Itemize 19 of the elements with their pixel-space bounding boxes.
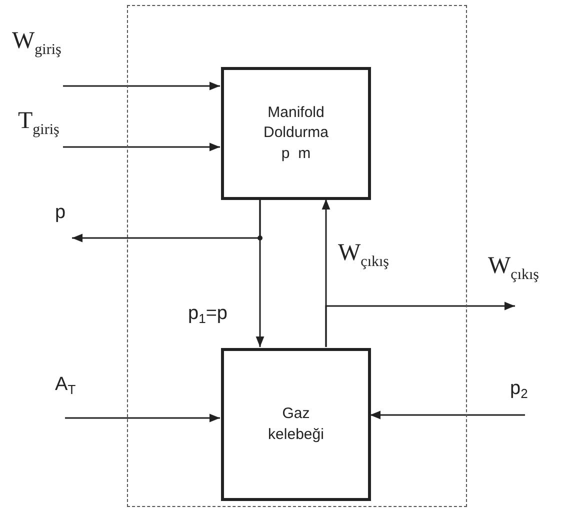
edge-label: W$_{giriş}$ [12, 28, 62, 59]
dashed-boundary-box [127, 5, 467, 507]
edge-label: p$_{1}$=p [188, 303, 228, 326]
edge-label: p [55, 202, 66, 224]
edge-label: W$_{çıkış}$ [338, 240, 389, 271]
arrow [65, 414, 220, 422]
arrow [325, 302, 515, 347]
box-label: Gaz kelebeği [267, 404, 325, 444]
arrow [256, 199, 264, 347]
arrow [63, 142, 220, 152]
edge-label: T$_{giriş}$ [18, 108, 60, 139]
box-label: p m [281, 144, 311, 164]
process-box [221, 348, 371, 501]
process-box [221, 67, 371, 200]
edge-label: W$_{çıkış}$ [488, 253, 539, 284]
edge-label: p$_{2}$ [510, 378, 528, 401]
arrow [63, 82, 220, 90]
arrow [370, 410, 525, 420]
edge-label: A$_{T}$ [55, 374, 76, 397]
